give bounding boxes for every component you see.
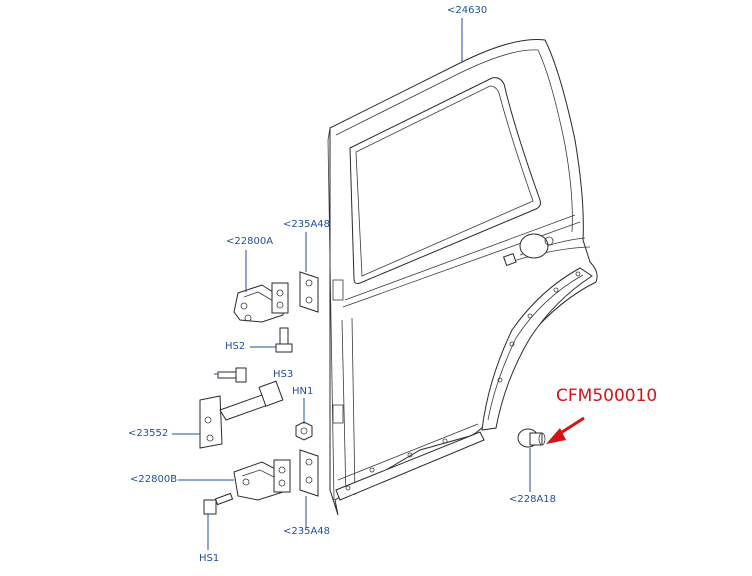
door-shell (327, 39, 598, 516)
label-check-strap-top-plate: <235A48 (283, 219, 331, 230)
label-screw-hs3: HS3 (273, 369, 294, 380)
label-screw-hs1: HS1 (199, 553, 220, 564)
highlight-arrow (546, 416, 585, 444)
label-check-strap: <23552 (128, 428, 169, 439)
upper-hinge (233, 282, 289, 323)
label-screw-hs2: HS2 (225, 341, 246, 352)
label-door-shell: <24630 (447, 5, 488, 16)
check-strap (199, 380, 284, 449)
screw-hs1 (203, 492, 234, 515)
label-upper-hinge: <22800A (226, 236, 274, 247)
nut-hn1 (295, 421, 313, 441)
lower-hinge (233, 459, 291, 501)
label-check-strap-bottom-plate: <235A48 (283, 526, 331, 537)
leader-lines (172, 18, 531, 550)
label-bumper-stop: <228A18 (509, 494, 557, 505)
label-nut-hn1: HN1 (292, 386, 314, 397)
bumper-stop (517, 428, 546, 448)
highlight-part-number: CFM500010 (556, 386, 658, 406)
check-strap-top-plate (299, 271, 319, 313)
screw-hs3 (217, 367, 247, 383)
label-lower-hinge: <22800B (130, 474, 178, 485)
screw-hs2 (275, 327, 293, 353)
check-strap-bottom-plate (299, 449, 319, 497)
